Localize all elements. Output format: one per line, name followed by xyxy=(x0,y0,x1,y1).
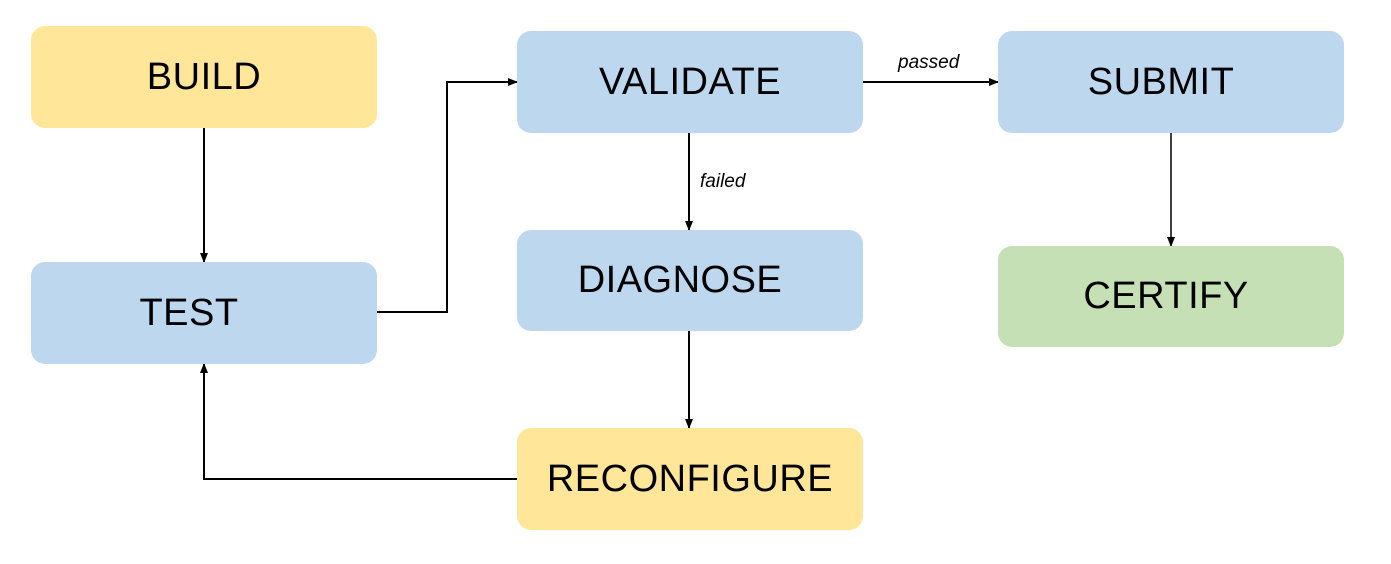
node-test: TEST xyxy=(31,262,377,364)
node-build: BUILD xyxy=(31,26,377,128)
node-submit-label: SUBMIT xyxy=(1087,60,1235,103)
node-certify-label: CERTIFY xyxy=(1083,275,1249,317)
node-test-label: TEST xyxy=(139,291,239,334)
node-reconfigure: RECONFIGURE xyxy=(517,428,863,530)
node-diagnose: DIAGNOSE xyxy=(517,230,863,331)
node-reconfigure-label: RECONFIGURE xyxy=(546,457,834,500)
node-certify: CERTIFY xyxy=(998,246,1344,347)
edge-test-to-validate xyxy=(377,78,518,313)
node-diagnose-label: DIAGNOSE xyxy=(577,259,783,301)
edge-reconfigure-to-test xyxy=(200,363,517,480)
edge-label-failed: failed xyxy=(700,171,746,192)
node-submit: SUBMIT xyxy=(998,31,1344,133)
edge-label-passed: passed xyxy=(898,52,960,73)
node-build-label: BUILD xyxy=(146,55,262,98)
node-validate: VALIDATE xyxy=(517,31,863,133)
node-validate-label: VALIDATE xyxy=(598,60,782,103)
